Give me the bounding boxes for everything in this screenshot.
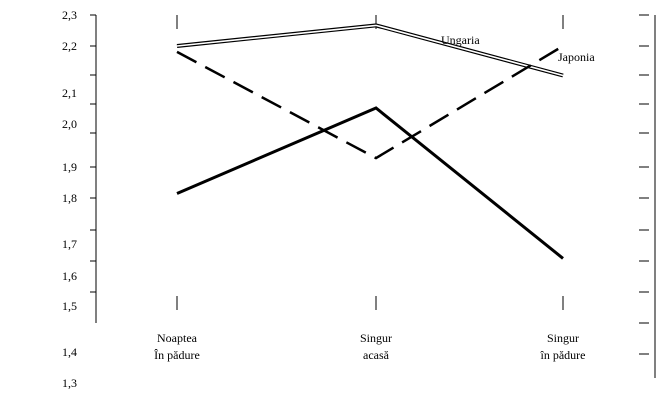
- x-category-label: în pădure: [540, 348, 586, 362]
- y-tick-label: 1,4: [62, 345, 77, 359]
- series-label-japonia: Japonia: [558, 50, 595, 64]
- series-line-ungaria-inner: [176, 24, 564, 77]
- x-category-label: În pădure: [154, 348, 200, 362]
- y-tick-label: 1,5: [62, 299, 77, 313]
- y-tick-label: 1,7: [62, 237, 77, 251]
- x-category-label: Noaptea: [157, 331, 198, 345]
- series-line-ungaria-outer: [176, 23, 564, 78]
- y-tick-label: 1,6: [62, 269, 77, 283]
- chart-ticks: [90, 14, 649, 355]
- y-tick-label: 2,2: [62, 39, 77, 53]
- y-tick-labels: 2,3 2,2 2,1 2,0 1,9 1,8 1,7 1,6 1,5 1,4 1,3: [62, 8, 77, 390]
- y-tick-label: 1,3: [62, 376, 77, 390]
- series-line-unlabeled: [176, 106, 564, 260]
- series-line-japonia: [176, 44, 564, 160]
- y-tick-label: 2,1: [62, 86, 77, 100]
- y-tick-label: 1,8: [62, 191, 77, 205]
- series-lines: [176, 23, 564, 260]
- y-tick-label: 2,0: [62, 117, 77, 131]
- series-label-ungaria: Ungaria: [441, 33, 480, 47]
- x-category-labels: Noaptea În pădure Singur acasă Singur în pădu…: [154, 331, 585, 362]
- x-category-label: Singur: [360, 331, 392, 345]
- y-tick-label: 2,3: [62, 8, 77, 22]
- y-tick-label: 1,9: [62, 160, 77, 174]
- x-category-label: acasă: [363, 348, 390, 362]
- x-category-label: Singur: [547, 331, 579, 345]
- chart-frame: [95, 15, 656, 378]
